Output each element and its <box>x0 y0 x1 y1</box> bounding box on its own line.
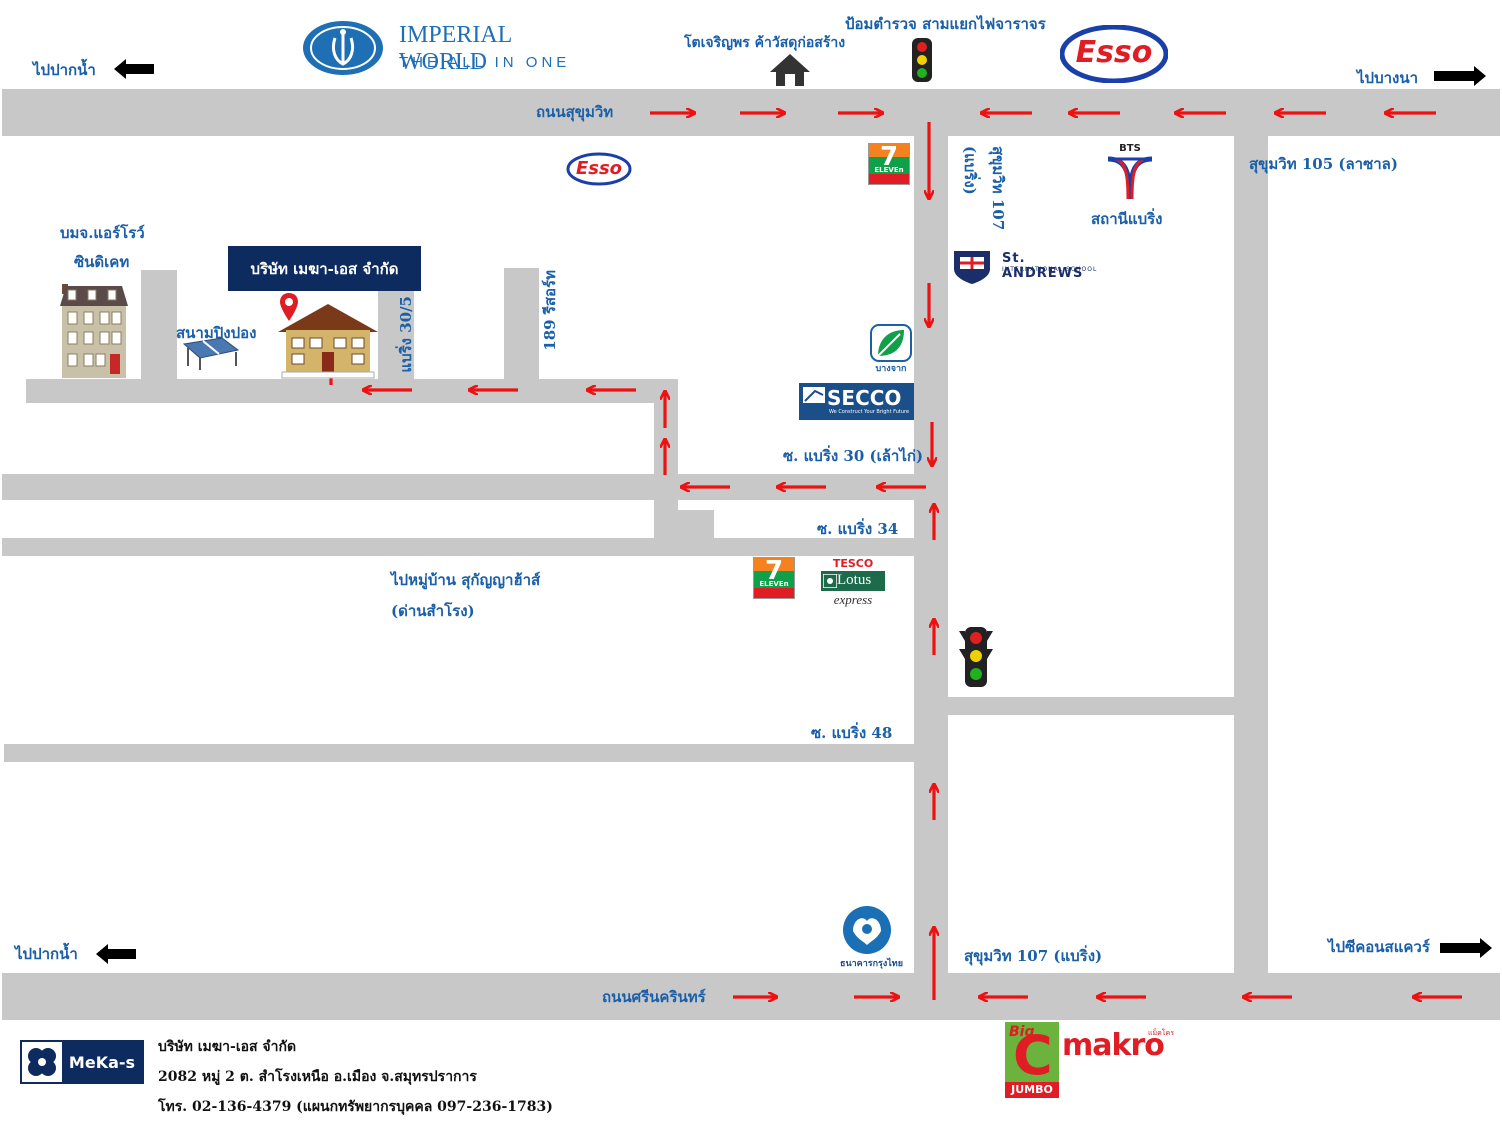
arrow-left-black-icon <box>114 59 154 79</box>
label-homepro: โตเจริญพร ค้าวัสดุก่อสร้าง <box>684 35 846 51</box>
imperial-emblem-icon <box>303 21 383 75</box>
meka-s-text: MeKa-s <box>62 1042 142 1082</box>
label-aero-line2: ซินดิเคท <box>74 253 130 271</box>
arrow-right-black-icon <box>1440 938 1492 958</box>
label-road-srinakarin: ถนนศรีนครินทร์ <box>602 988 706 1006</box>
company-house-icon <box>278 304 378 379</box>
secco-text: SECCO <box>827 386 902 410</box>
label-sukhumvit-107-vertical: สุขุมวิท 107 <box>989 146 1007 231</box>
tesco-lotus-express-logo: TESCO Lotus express <box>821 557 885 609</box>
arrow-left-black-icon <box>96 944 136 964</box>
meka-s-logo: MeKa-s <box>20 1040 144 1084</box>
bangchak-text: บางจาก <box>875 364 907 374</box>
road-soi-bearing-48 <box>4 744 914 762</box>
imperial-subtitle: THE ALL IN ONE <box>399 54 571 71</box>
bigc-c-text: C <box>1013 1024 1053 1087</box>
label-bearing-30-5: แบริ่ง 30/5 <box>397 296 415 373</box>
road-soi-aero <box>141 270 177 379</box>
express-text: express <box>833 592 873 607</box>
seven-eleven-logo: 7 ELEVEn <box>868 142 910 185</box>
secco-subtitle: We Construct Your Bright Future <box>829 409 910 415</box>
label-sukhumvit-105: สุขุมวิท 105 (ลาซาล) <box>1249 155 1398 173</box>
road-soi-bearing-30 <box>2 474 914 500</box>
road-connector-step <box>654 510 714 538</box>
footer-phone: โทร. 02-136-4379 (แผนกทรัพยากรบุคคล 097-… <box>158 1099 553 1115</box>
road-sukhumvit-105 <box>1234 136 1268 973</box>
secco-mark-icon <box>803 387 825 403</box>
seven-eleven-text: ELEVEn <box>754 580 794 588</box>
road-soi-bearing-34 <box>2 538 914 556</box>
label-village-line2: (ด่านสำโรง) <box>391 602 475 620</box>
secco-logo: SECCO We Construct Your Bright Future <box>799 383 914 420</box>
makro-text: makro <box>1062 1028 1165 1063</box>
label-soi-bearing-34: ซ. แบริ่ง 34 <box>817 520 899 538</box>
bts-emblem-icon <box>1107 156 1153 200</box>
traffic-light-icon <box>912 38 932 82</box>
label-soi-bearing-48: ซ. แบริ่ง 48 <box>811 724 893 742</box>
st-andrews-subtitle: INTERNATIONAL SCHOOL <box>1002 266 1098 273</box>
seven-eleven-text: ELEVEn <box>869 166 909 174</box>
label-bearing-vertical: (แบริ่ง) <box>961 146 979 195</box>
road-cross-connector <box>948 697 1234 715</box>
imperial-world-logo: IMPERIAL WORLD THE ALL IN ONE <box>301 20 581 76</box>
makro-thai-text: แม็คโคร <box>1147 1029 1174 1037</box>
esso-logo-large: Esso <box>1060 25 1168 83</box>
st-andrews-logo: St. ANDREWS INTERNATIONAL SCHOOL <box>952 247 1112 285</box>
tesco-text: TESCO <box>832 557 874 570</box>
makro-logo: makro แม็คโคร <box>1062 1028 1176 1064</box>
ktb-bank-logo: ธนาคารกรุงไทย <box>833 905 903 969</box>
esso-oval-icon <box>566 152 632 186</box>
esso-oval-icon <box>1060 25 1168 83</box>
company-name-box: บริษัท เมฆา-เอส จำกัด <box>228 246 421 291</box>
arrow-right-black-icon <box>1434 66 1486 86</box>
esso-text: Esso <box>1075 35 1153 70</box>
label-sukhumvit-107-bottom: สุขุมวิท 107 (แบริ่ง) <box>964 947 1103 965</box>
bigc-jumbo-text: JUMBO <box>1005 1082 1059 1098</box>
bts-logo: BTS <box>1104 143 1156 201</box>
imperial-title: IMPERIAL WORLD <box>399 22 512 75</box>
label-to-paknam-top: ไปปากน้ำ <box>33 61 96 79</box>
footer-address: 2082 หมู่ 2 ต. สำโรงเหนือ อ.เมือง จ.สมุท… <box>158 1069 477 1085</box>
clover-icon <box>22 1042 62 1082</box>
lotus-text: Lotus <box>837 572 872 588</box>
label-to-seacon: ไปซีคอนสแควร์ <box>1328 938 1430 956</box>
office-building-icon <box>60 284 128 378</box>
label-pingpong: สนามปิงปอง <box>176 324 257 342</box>
lotus-flower-icon <box>823 574 837 588</box>
footer-company: บริษัท เมฆา-เอส จำกัด <box>158 1039 297 1055</box>
label-to-bangna: ไปบางนา <box>1357 69 1419 87</box>
house-icon <box>770 54 810 86</box>
bts-text: BTS <box>1119 143 1141 154</box>
ktb-text: ธนาคารกรุงไทย <box>839 959 903 969</box>
label-to-paknam-bottom: ไปปากน้ำ <box>15 945 78 963</box>
school-crest-icon <box>954 251 990 284</box>
label-bts-station: สถานีแบริ่ง <box>1091 210 1163 228</box>
location-pin-icon <box>280 293 298 321</box>
label-police-box: ป้อมตำรวจ สามแยกไฟจาราจร <box>845 15 1046 33</box>
traffic-light-icon <box>959 627 993 687</box>
road-soi-company <box>26 379 678 403</box>
ping-pong-table-icon <box>182 337 240 370</box>
bigc-big-text: Big <box>1009 1024 1035 1040</box>
seven-eleven-logo: 7 ELEVEn <box>753 556 795 599</box>
ktb-emblem-icon <box>843 906 891 954</box>
label-soi-189: 189 รีสอร์ท <box>541 270 559 351</box>
label-road-sukhumvit: ถนนสุขุมวิท <box>536 103 614 121</box>
label-aero-line1: บมจ.แอร์โรว์ <box>60 224 145 242</box>
road-sukhumvit-107 <box>914 136 948 973</box>
label-soi-bearing-30: ซ. แบริ่ง 30 (เล้าไก่) <box>783 447 924 465</box>
bangchak-leaf-icon <box>870 324 912 362</box>
st-andrews-title: St. ANDREWS <box>1002 251 1084 281</box>
big-c-jumbo-logo: Big C JUMBO <box>1005 1022 1059 1098</box>
bangchak-logo: บางจาก <box>870 324 912 374</box>
road-soi-189 <box>504 268 539 379</box>
esso-text: Esso <box>575 158 623 179</box>
esso-logo-small: Esso <box>566 152 632 186</box>
lotus-box: Lotus <box>821 571 885 591</box>
label-village-line1: ไปหมู่บ้าน สุกัญญาฮ้าส์ <box>391 571 541 589</box>
